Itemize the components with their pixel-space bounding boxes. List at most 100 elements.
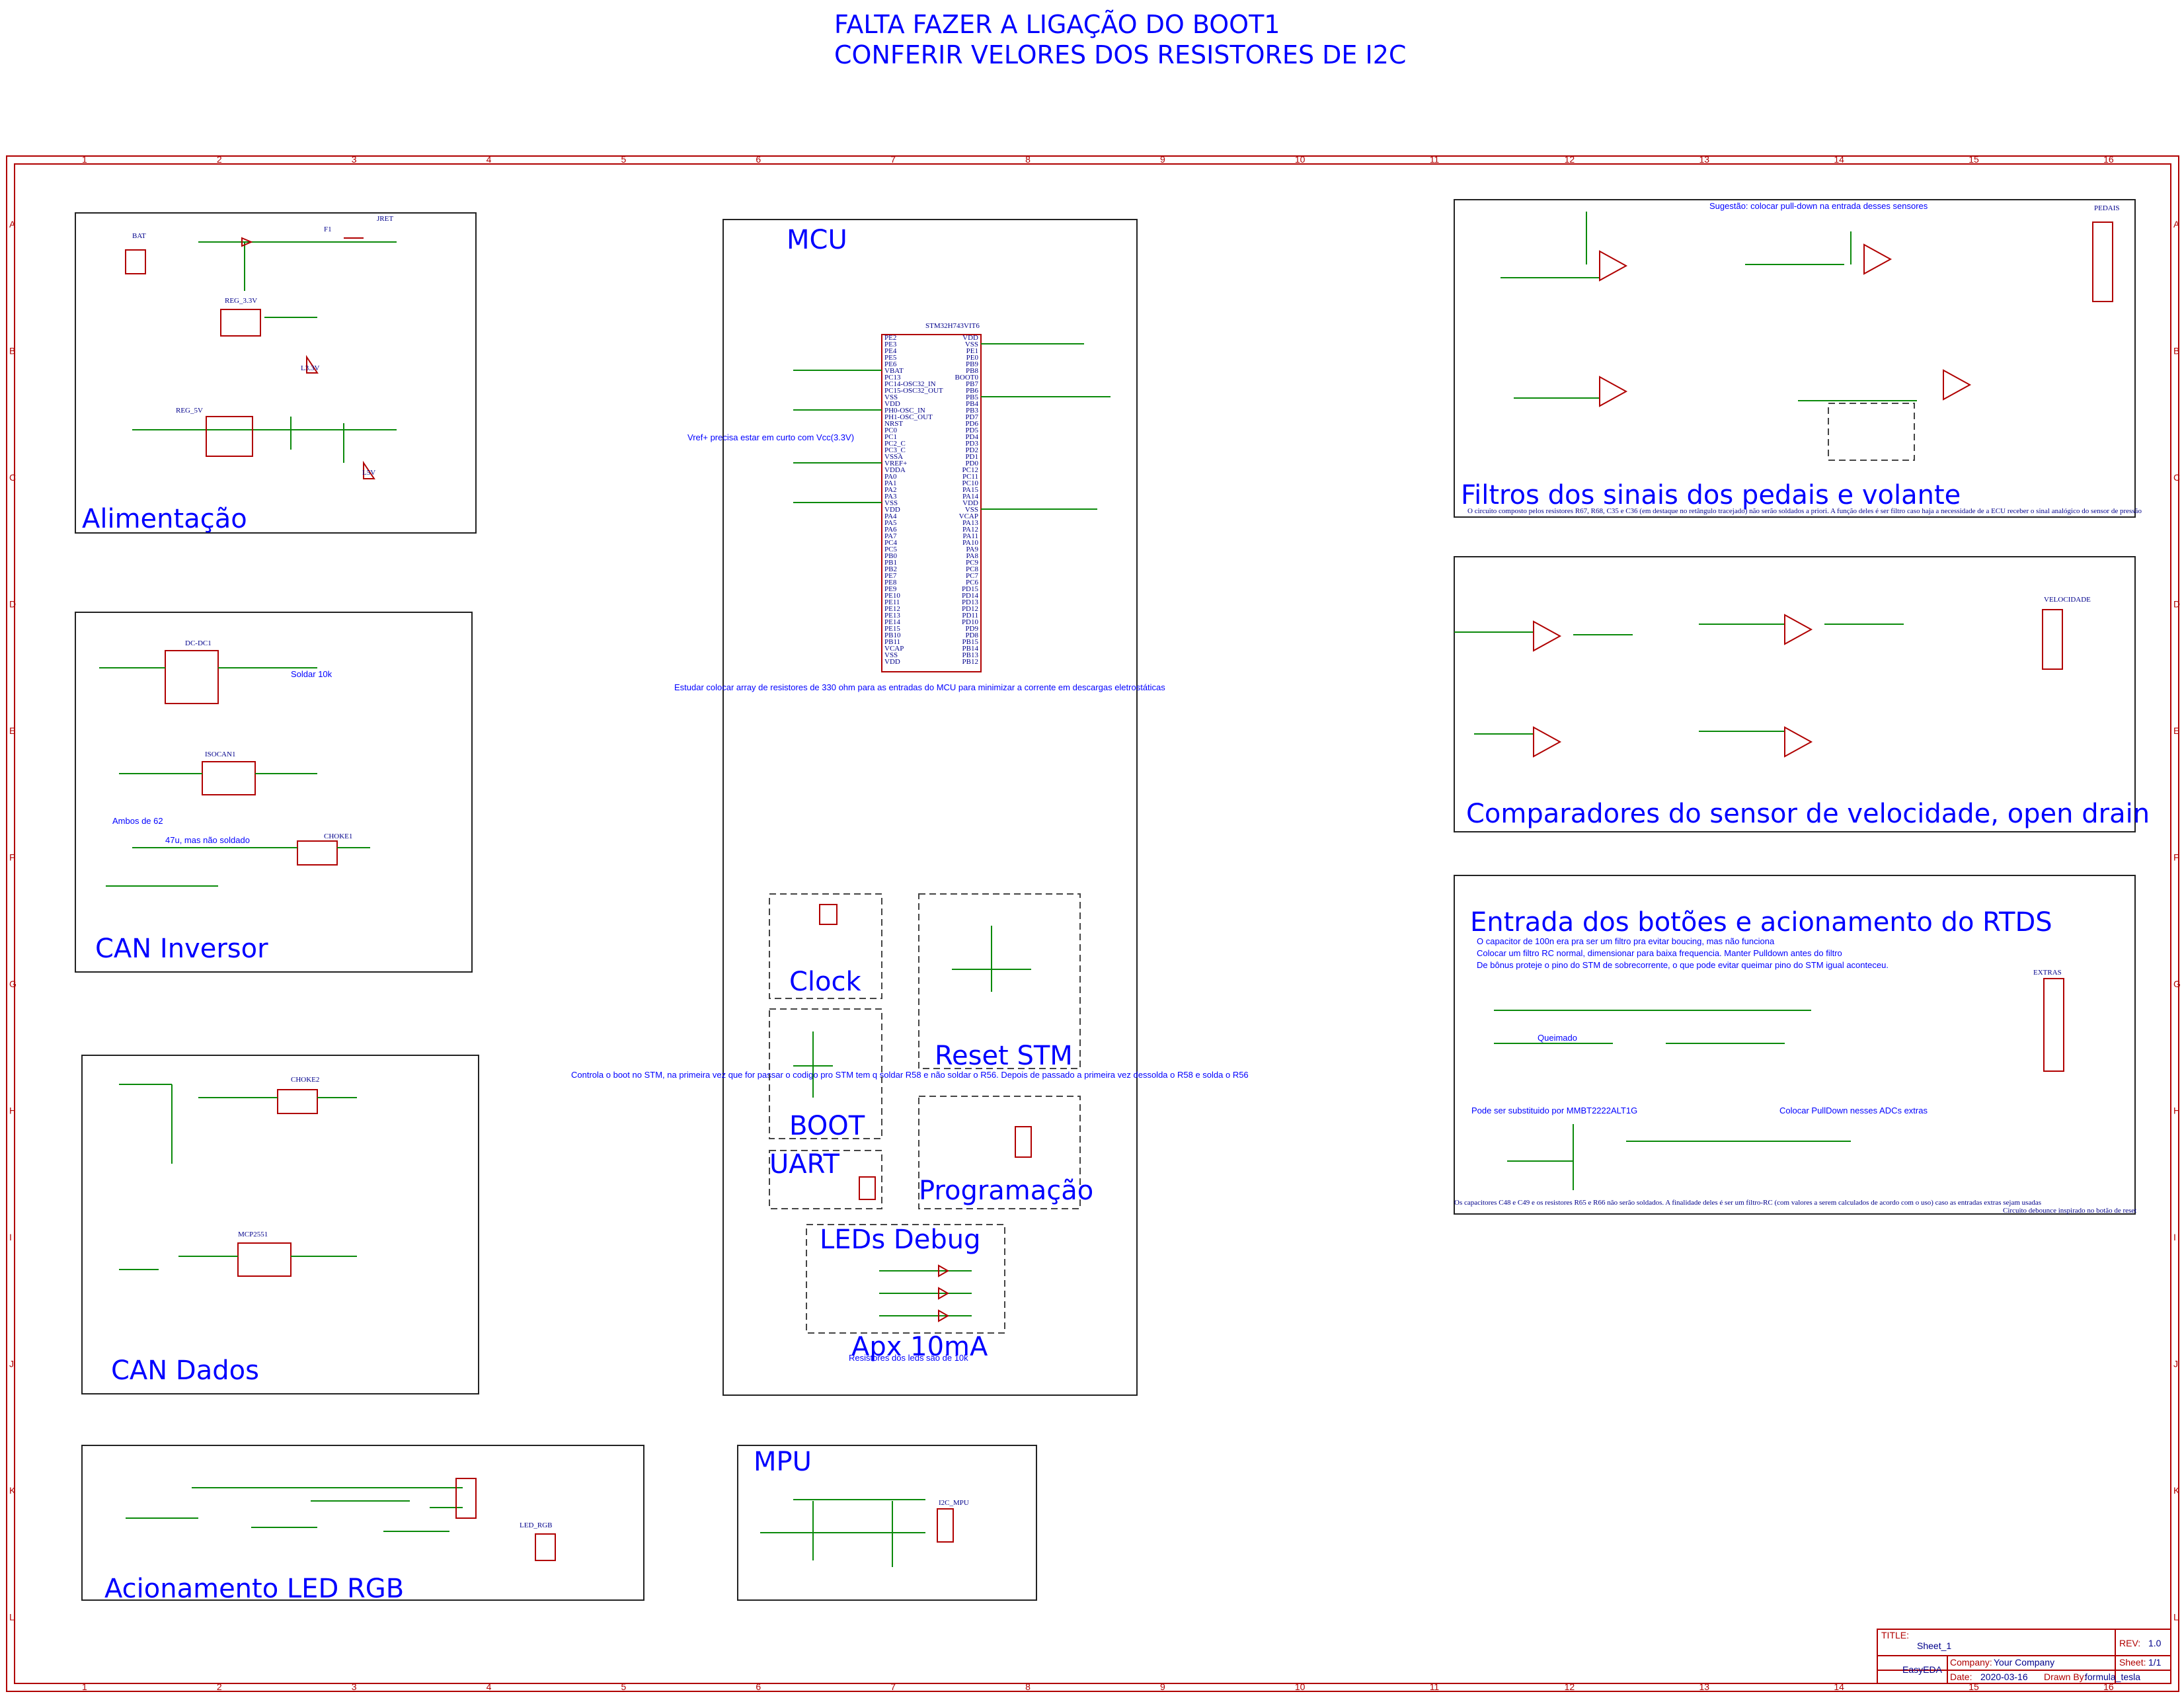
block-led-rgb: Acionamento LED RGB LED_RGB bbox=[81, 1445, 644, 1604]
note-debounce: Circuito debounce inspirado no botão de … bbox=[2003, 1207, 2136, 1215]
mcu-pin-right: PA8 bbox=[966, 552, 978, 560]
mcu-pin-right: PB15 bbox=[962, 638, 979, 646]
note-circuito: O circuito composto pelos resistores R67… bbox=[1467, 507, 2142, 515]
mcu-pin-right: VSS bbox=[965, 341, 978, 348]
note-mmbt: Pode ser substituido por MMBT2222ALT1G bbox=[1471, 1106, 1637, 1115]
ruler-col-label: 16 bbox=[2103, 154, 2114, 165]
mcu-pin-right: PA10 bbox=[962, 539, 979, 547]
ruler-col-label: 1 bbox=[82, 154, 87, 165]
note-botoes3: De bônus proteje o pino do STM de sobrec… bbox=[1477, 960, 1889, 970]
ruler-row-label: G bbox=[9, 979, 17, 989]
block-can-dados: CAN Dados MCP2551 CHOKE2 bbox=[81, 1055, 479, 1394]
mcu-pin-right: PA9 bbox=[966, 545, 978, 553]
mcu-pin-right: BOOT0 bbox=[955, 374, 979, 382]
ruler-col-label: 14 bbox=[1834, 1681, 1844, 1692]
mcu-pin-left: PB1 bbox=[884, 559, 897, 567]
note-botoes2: Colocar um filtro RC normal, dimensionar… bbox=[1477, 948, 1842, 958]
mcu-pin-right: PB7 bbox=[966, 380, 978, 388]
mcu-pin-right: PD3 bbox=[965, 440, 978, 448]
mcu-pin-left: PE4 bbox=[884, 347, 897, 355]
top-note-boot1: FALTA FAZER A LIGAÇÃO DO BOOT1 bbox=[834, 10, 1280, 39]
ruler-col-label: 10 bbox=[1295, 154, 1306, 165]
ruler-col-label: 5 bbox=[621, 154, 626, 165]
mcu-pin-left: PB10 bbox=[884, 631, 901, 639]
mcu-pin-left: VSSA bbox=[884, 453, 903, 461]
ruler-row-label: D bbox=[2173, 598, 2180, 609]
ruler-col-label: 6 bbox=[756, 154, 761, 165]
mcu-pin-left: PE14 bbox=[884, 618, 900, 626]
ruler-row-label: J bbox=[9, 1358, 14, 1369]
mcu-pin-right: PC11 bbox=[962, 473, 978, 481]
mcu-pin-right: PC7 bbox=[966, 572, 978, 580]
mcu-pin-right: PB6 bbox=[966, 387, 978, 395]
mcu-pin-left: PC14-OSC32_IN bbox=[884, 380, 936, 388]
ruler-col-label: 11 bbox=[1430, 1681, 1440, 1692]
ruler-col-label: 2 bbox=[217, 154, 222, 165]
mcu-pin-left: PA2 bbox=[884, 486, 897, 494]
mcu-pin-left: PC5 bbox=[884, 545, 897, 553]
tb-date-label: Date: bbox=[1950, 1672, 1972, 1682]
svg-text:L3.3V: L3.3V bbox=[301, 364, 319, 372]
block-mcu: MCU STM32H743VIT6 PE2PE3PE4PE5PE6VBATPC1… bbox=[571, 219, 1249, 1396]
mcu-pin-right: PB12 bbox=[962, 658, 978, 666]
note-soldar10k: Soldar 10k bbox=[291, 669, 332, 679]
mcu-pins-right: VDDVSSPE1PE0PB9PB8BOOT0PB7PB6PB5PB4PB3PD… bbox=[955, 334, 979, 666]
mcu-pin-left: PC4 bbox=[884, 539, 897, 547]
note-ambos: Ambos de 62 bbox=[112, 816, 163, 826]
mcu-pin-right: PD8 bbox=[965, 631, 978, 639]
mcu-pin-right: PD13 bbox=[962, 598, 979, 606]
mcu-pin-right: PD2 bbox=[965, 446, 978, 454]
mcu-pin-left: PC0 bbox=[884, 426, 897, 434]
block-title-leds-debug: LEDs Debug bbox=[820, 1225, 980, 1255]
mcu-pin-left: VSS bbox=[884, 393, 898, 401]
mcu-pin-right: PB4 bbox=[966, 400, 978, 408]
tb-title: Sheet_1 bbox=[1917, 1640, 1951, 1651]
mcu-pin-right: PA15 bbox=[962, 486, 979, 494]
mcu-pin-right: PB3 bbox=[966, 407, 978, 415]
mcu-pin-left: PB11 bbox=[884, 638, 900, 646]
mcu-pin-right: PE0 bbox=[966, 354, 979, 362]
ruler-row-label: I bbox=[9, 1232, 12, 1242]
mcu-pin-right: PD12 bbox=[962, 605, 978, 613]
mcu-pin-right: PA12 bbox=[962, 526, 978, 534]
mcu-pin-left: NRST bbox=[884, 420, 903, 428]
mcu-pin-left: PE11 bbox=[884, 598, 900, 606]
tb-drawn: formula_tesla bbox=[2085, 1672, 2140, 1682]
tb-date: 2020-03-16 bbox=[1980, 1672, 2028, 1682]
mcu-pin-right: PA14 bbox=[962, 493, 979, 501]
ruler-col-label: 5 bbox=[621, 1681, 626, 1692]
mcu-pin-right: PC12 bbox=[962, 466, 978, 474]
ruler-row-label: J bbox=[2173, 1358, 2178, 1369]
mcu-pin-left: PA7 bbox=[884, 532, 897, 540]
mcu-pin-left: PE7 bbox=[884, 572, 897, 580]
mcu-pin-right: PD10 bbox=[962, 618, 979, 626]
tb-drawn-label: Drawn By: bbox=[2044, 1672, 2087, 1682]
ruler-col-label: 8 bbox=[1025, 1681, 1031, 1692]
mcu-pin-left: VBAT bbox=[884, 367, 904, 375]
tb-sheet-label: Sheet: bbox=[2119, 1657, 2146, 1668]
mcu-pin-left: PE10 bbox=[884, 592, 900, 600]
mcu-pin-right: PA13 bbox=[962, 519, 979, 527]
tb-rev: 1.0 bbox=[2148, 1638, 2162, 1648]
ruler-col-label: 11 bbox=[1430, 154, 1440, 165]
mcu-pin-left: VDD bbox=[884, 506, 900, 514]
ruler-col-label: 8 bbox=[1025, 154, 1031, 165]
svg-text:ISOCAN1: ISOCAN1 bbox=[205, 750, 235, 758]
sheet-ruler: 1122334455667788991010111112121313141415… bbox=[9, 154, 2181, 1692]
mcu-pin-left: PA6 bbox=[884, 526, 897, 534]
svg-text:MCP2551: MCP2551 bbox=[238, 1231, 268, 1238]
mcu-pin-left: PC13 bbox=[884, 374, 901, 382]
note-vref: Vref+ precisa estar em curto com Vcc(3.3… bbox=[687, 432, 854, 442]
ruler-col-label: 4 bbox=[487, 154, 492, 165]
mcu-pin-left: PA0 bbox=[884, 473, 897, 481]
block-title-boot: BOOT bbox=[789, 1111, 865, 1141]
mcu-pin-right: PD1 bbox=[965, 453, 978, 461]
mcu-pin-right: PC6 bbox=[966, 579, 978, 586]
mcu-pin-left: VCAP bbox=[884, 645, 904, 653]
title-block: TITLE: Sheet_1 REV: 1.0 EasyEDA Company:… bbox=[1877, 1629, 2171, 1684]
ruler-row-label: K bbox=[2173, 1485, 2180, 1496]
sheet-frame-outer bbox=[6, 155, 2179, 1692]
connector-extras: EXTRAS bbox=[2033, 969, 2062, 977]
svg-text:CHOKE1: CHOKE1 bbox=[324, 832, 352, 840]
block-title-filtros: Filtros dos sinais dos pedais e volante bbox=[1461, 480, 1961, 510]
